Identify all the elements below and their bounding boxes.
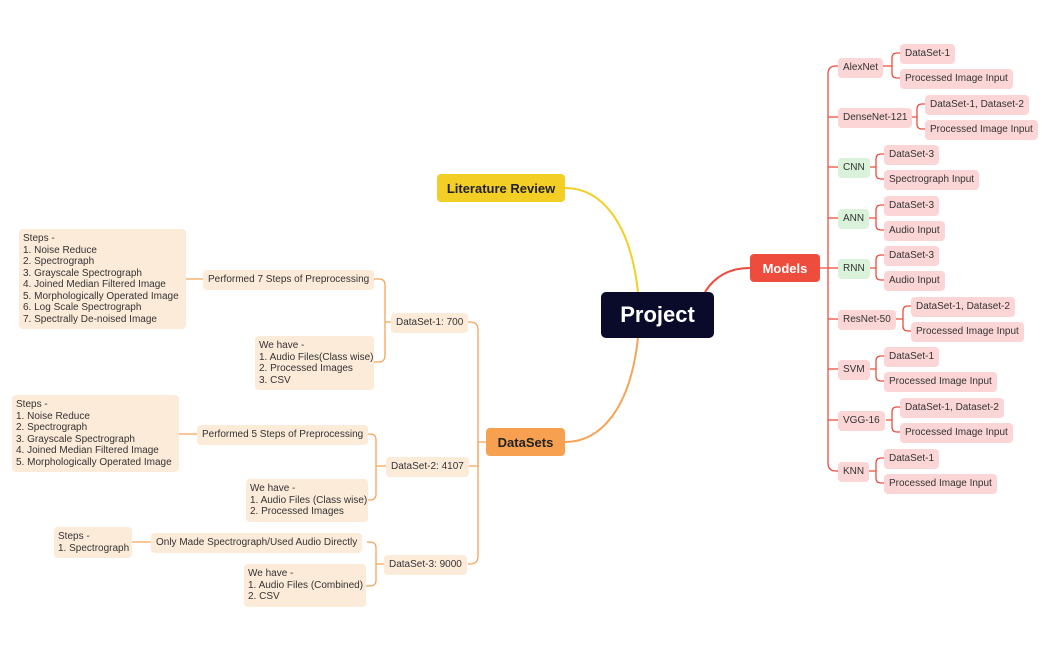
model-vgg-16[interactable]: VGG-16 — [838, 411, 885, 431]
literature-review-node[interactable]: Literature Review — [437, 174, 565, 202]
model-input-label[interactable]: Processed Image Input — [900, 423, 1013, 443]
step-line: 1. Spectrograph — [58, 542, 130, 554]
model-svm[interactable]: SVM — [838, 360, 870, 380]
dataset-3-node[interactable]: DataSet-3: 9000 — [384, 555, 467, 575]
step-line: Steps - — [16, 399, 48, 410]
dataset-1-steps-node[interactable]: Steps - 1. Noise Reduce 2. Spectrograph … — [19, 229, 186, 329]
model-dataset-label[interactable]: DataSet-3 — [884, 196, 940, 216]
model-input-label[interactable]: Processed Image Input — [900, 69, 1013, 89]
model-dataset-label[interactable]: DataSet-3 — [884, 145, 940, 165]
model-input-label[interactable]: Spectrograph Input — [884, 170, 980, 190]
have-line: 3. CSV — [259, 374, 291, 386]
model-input-label[interactable]: Processed Image Input — [911, 322, 1024, 342]
model-input-label[interactable]: Processed Image Input — [884, 372, 997, 392]
model-input-label[interactable]: Processed Image Input — [925, 120, 1038, 140]
step-line: Steps - — [23, 233, 55, 244]
step-line: 5. Morphologically Operated Image — [23, 290, 179, 302]
model-ann[interactable]: ANN — [838, 209, 870, 229]
step-line: 3. Grayscale Spectrograph — [23, 267, 142, 279]
model-dataset-label[interactable]: DataSet-1, Dataset-2 — [925, 95, 1029, 115]
step-line: 6. Log Scale Spectrograph — [23, 302, 142, 313]
step-line: 5. Morphologically Operated Image — [16, 456, 172, 468]
dataset-2-node[interactable]: DataSet-2: 4107 — [386, 457, 469, 477]
have-line: 1. Audio Files (Class wise) — [250, 494, 368, 506]
step-line: 4. Joined Median Filtered Image — [16, 445, 159, 456]
model-dataset-label[interactable]: DataSet-1, Dataset-2 — [900, 398, 1004, 418]
have-line: 2. Processed Images — [250, 506, 344, 517]
model-dataset-label[interactable]: DataSet-1 — [884, 347, 940, 367]
model-dataset-label[interactable]: DataSet-3 — [884, 246, 940, 266]
step-line: 2. Spectrograph — [16, 422, 88, 433]
have-line: 1. Audio Files(Class wise) — [259, 351, 374, 363]
have-line: We have - — [248, 568, 294, 579]
dataset-1-preprocessing-node[interactable]: Performed 7 Steps of Preprocessing — [203, 270, 375, 290]
dataset-2-preprocessing-node[interactable]: Performed 5 Steps of Preprocessing — [197, 425, 369, 445]
model-dataset-label[interactable]: DataSet-1, Dataset-2 — [911, 297, 1015, 317]
have-line: 1. Audio Files (Combined) — [248, 579, 364, 591]
step-line: 7. Spectrally De-noised Image — [23, 313, 157, 325]
have-line: 2. Processed Images — [259, 363, 353, 374]
step-line: Steps - — [58, 531, 90, 542]
step-line: 2. Spectrograph — [23, 256, 95, 267]
model-alexnet[interactable]: AlexNet — [838, 58, 884, 78]
model-knn[interactable]: KNN — [838, 462, 870, 482]
model-dataset-label[interactable]: DataSet-1 — [884, 449, 940, 469]
project-node[interactable]: Project — [601, 292, 714, 338]
have-line: We have - — [250, 483, 296, 494]
model-rnn[interactable]: RNN — [838, 259, 870, 279]
model-input-label[interactable]: Audio Input — [884, 221, 945, 241]
model-resnet-50[interactable]: ResNet-50 — [838, 310, 896, 330]
step-line: 3. Grayscale Spectrograph — [16, 433, 135, 445]
model-densenet-121[interactable]: DenseNet-121 — [838, 108, 913, 128]
dataset-2-steps-node[interactable]: Steps - 1. Noise Reduce 2. Spectrograph … — [12, 395, 179, 472]
dataset-2-have-node[interactable]: We have - 1. Audio Files (Class wise) 2.… — [246, 479, 368, 522]
step-line: 4. Joined Median Filtered Image — [23, 279, 166, 290]
have-line: 2. CSV — [248, 591, 280, 602]
dataset-3-steps-node[interactable]: Steps - 1. Spectrograph — [54, 527, 132, 558]
model-input-label[interactable]: Processed Image Input — [884, 474, 997, 494]
model-input-label[interactable]: Audio Input — [884, 271, 945, 291]
step-line: 1. Noise Reduce — [16, 410, 90, 422]
models-node[interactable]: Models — [750, 254, 820, 282]
dataset-1-node[interactable]: DataSet-1: 700 — [391, 313, 469, 333]
datasets-node[interactable]: DataSets — [486, 428, 565, 456]
model-dataset-label[interactable]: DataSet-1 — [900, 44, 956, 64]
step-line: 1. Noise Reduce — [23, 244, 97, 256]
model-cnn[interactable]: CNN — [838, 158, 870, 178]
dataset-3-have-node[interactable]: We have - 1. Audio Files (Combined) 2. C… — [244, 564, 366, 607]
have-line: We have - — [259, 340, 305, 351]
dataset-3-preprocessing-node[interactable]: Only Made Spectrograph/Used Audio Direct… — [151, 533, 363, 553]
dataset-1-have-node[interactable]: We have - 1. Audio Files(Class wise) 2. … — [255, 336, 374, 390]
